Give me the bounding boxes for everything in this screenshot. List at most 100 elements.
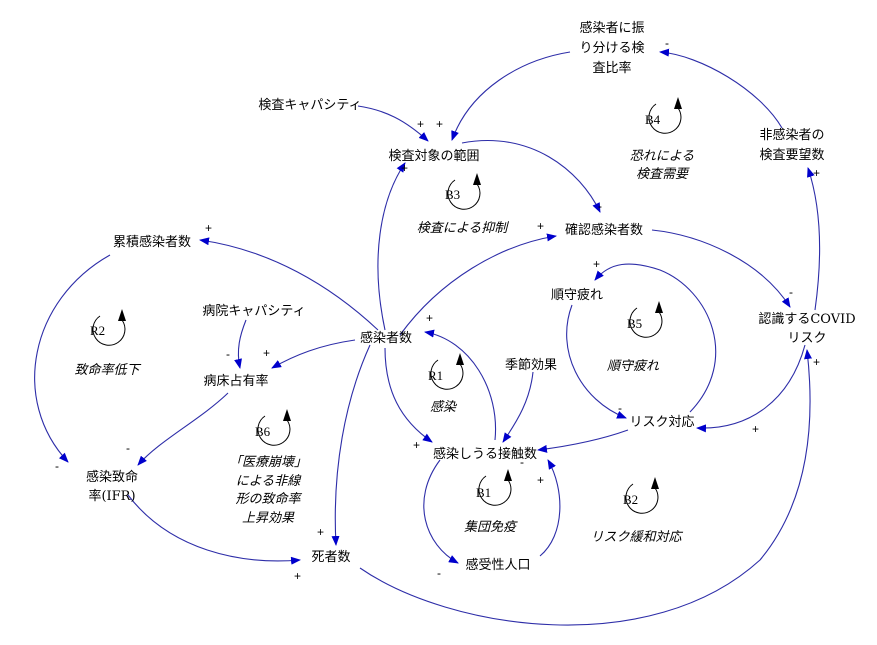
edge-ifr-to-deaths bbox=[127, 494, 301, 565]
edge-cumulative-to-ifr bbox=[34, 254, 111, 463]
node-test-capacity: 検査キャパシティ bbox=[258, 98, 361, 113]
node-hospital-capacity: 病院キャパシティ bbox=[202, 304, 305, 319]
edge-fatigue-to-risk-response bbox=[566, 304, 627, 419]
loop-b1-id: B1 bbox=[476, 485, 491, 500]
edge-infected-to-cumulative bbox=[199, 237, 379, 331]
loop-b6-name-line4: 上昇効果 bbox=[242, 511, 295, 526]
sign-infected-confirmed-plus: + bbox=[537, 219, 544, 233]
sign-fatigue-plus: + bbox=[593, 257, 600, 271]
loop-b6-id: B6 bbox=[255, 424, 271, 439]
node-test-allocation-ratio-line3: 査比率 bbox=[592, 60, 631, 76]
sign-fatigue-response-minus: - bbox=[618, 401, 622, 415]
sign-contacts-infected-plus: + bbox=[426, 311, 433, 325]
edge-seasonal-to-contacts bbox=[502, 371, 534, 443]
node-test-scope: 検査対象の範囲 bbox=[388, 149, 479, 164]
node-ifr-line1: 感染致命 bbox=[86, 469, 138, 485]
sign-infected-bed-plus: + bbox=[263, 346, 270, 360]
edge-confirmed-to-risk bbox=[651, 229, 791, 308]
node-ifr-line2: 率(IFR) bbox=[88, 488, 135, 504]
sign-infected-test-plus: + bbox=[401, 161, 408, 175]
node-confirmed-cases: 確認感染者数 bbox=[565, 222, 643, 238]
node-cumulative-infected: 累積感染者数 bbox=[113, 234, 191, 250]
sign-capacity-plus: + bbox=[417, 117, 424, 131]
loop-b5-name: 順守疲れ bbox=[607, 359, 660, 374]
loop-b4-name-line2: 検査需要 bbox=[636, 167, 690, 182]
sign-demand-plus: + bbox=[813, 166, 820, 180]
sign-cumulative-ifr-minus: - bbox=[55, 459, 59, 473]
loop-b3-name: 検査による抑制 bbox=[417, 221, 510, 236]
loop-names: 恐れによる 検査需要 検査による抑制 致命率低下 順守疲れ 感染 「医療崩壊」 … bbox=[74, 149, 694, 545]
node-seasonal-effect: 季節効果 bbox=[505, 358, 557, 373]
sign-infected-deaths-plus: + bbox=[317, 525, 324, 539]
node-perceived-risk-line1: 認識するCOVID bbox=[758, 311, 855, 327]
sign-confirmed-risk-minus: - bbox=[789, 285, 793, 299]
loop-b4-id: B4 bbox=[645, 112, 661, 127]
edge-infected-to-contacts bbox=[384, 347, 433, 443]
edge-capacity-to-test-scope bbox=[357, 105, 429, 142]
edge-risk-to-uninfected-demand bbox=[807, 167, 821, 311]
nodes: 感染者に振 り分ける検 査比率 検査キャパシティ 検査対象の範囲 確認感染者数 … bbox=[86, 20, 856, 573]
sign-allocation-plus: + bbox=[436, 117, 443, 131]
loop-b4: B4 bbox=[645, 97, 682, 134]
loop-b6-name-line3: 形の致命率 bbox=[235, 491, 302, 507]
node-adherence-fatigue: 順守疲れ bbox=[551, 287, 603, 303]
loop-b6: B6 bbox=[255, 409, 291, 446]
loop-b3-id: B3 bbox=[445, 187, 460, 202]
loop-markers: B4 B3 R2 B5 R1 B6 B1 B2 bbox=[90, 97, 682, 514]
loop-b1-name: 集団免疫 bbox=[464, 520, 518, 535]
sign-hospital-minus: - bbox=[226, 347, 230, 361]
edge-infected-to-test-scope bbox=[377, 162, 406, 331]
loop-r2-id: R2 bbox=[90, 323, 105, 338]
edges bbox=[34, 48, 821, 626]
edge-infected-to-deaths bbox=[331, 344, 371, 546]
node-susceptible: 感受性人口 bbox=[465, 557, 530, 573]
node-uninfected-demand-line2: 検査要望数 bbox=[759, 147, 824, 163]
edge-deaths-to-risk bbox=[359, 349, 812, 626]
loop-r1: R1 bbox=[428, 353, 464, 390]
loop-b4-name-line1: 恐れによる bbox=[630, 149, 695, 164]
edge-risk-to-risk-response bbox=[696, 344, 806, 433]
loop-b5: B5 bbox=[627, 301, 663, 338]
loop-b2-id: B2 bbox=[623, 492, 638, 507]
loop-b1: B1 bbox=[476, 469, 512, 506]
sign-infected-contacts-plus: + bbox=[413, 438, 420, 452]
sign-response-contacts-minus: - bbox=[520, 455, 524, 469]
edge-test-scope-to-confirmed bbox=[461, 139, 601, 213]
node-infectious-contacts: 感染しうる接触数 bbox=[433, 446, 537, 462]
node-bed-occupancy: 病床占有率 bbox=[203, 373, 268, 389]
node-infected: 感染者数 bbox=[360, 330, 412, 346]
edge-susceptible-to-contacts bbox=[539, 459, 561, 557]
sign-bed-ifr-minus: - bbox=[126, 441, 130, 455]
node-uninfected-demand-line1: 非感染者の bbox=[759, 127, 824, 143]
loop-b5-id: B5 bbox=[627, 316, 642, 331]
node-test-allocation-ratio-line1: 感染者に振 bbox=[579, 20, 644, 36]
edge-contacts-to-susceptible bbox=[423, 459, 459, 564]
sign-cumulative-plus: + bbox=[205, 221, 212, 235]
loop-b6-name-line1: 「医療崩壊」 bbox=[229, 455, 307, 470]
sign-deaths-risk-plus: + bbox=[813, 355, 820, 369]
edge-infected-to-confirmed bbox=[399, 233, 557, 336]
loop-r1-id: R1 bbox=[428, 368, 443, 383]
loop-r2-name: 致命率低下 bbox=[74, 362, 141, 378]
edge-allocation-to-test-scope bbox=[451, 51, 571, 141]
loop-b3: B3 bbox=[445, 173, 481, 210]
sign-ifr-deaths-plus: + bbox=[294, 569, 301, 583]
sign-allocation-minus: - bbox=[665, 36, 669, 50]
edge-hospital-capacity-to-bed bbox=[234, 319, 247, 369]
node-deaths: 死者数 bbox=[311, 550, 350, 565]
edge-bed-to-ifr bbox=[137, 392, 229, 466]
sign-susceptible-contacts-plus: + bbox=[537, 473, 544, 487]
loop-b2-name: リスク緩和対応 bbox=[590, 530, 683, 545]
loop-r2: R2 bbox=[90, 309, 126, 346]
polarity-signs: - + + + - + + - + + + - + + - + + - - - … bbox=[55, 36, 820, 583]
node-perceived-risk-line2: リスク bbox=[787, 331, 826, 346]
edge-risk-response-to-contacts bbox=[537, 429, 629, 453]
loop-b2: B2 bbox=[623, 477, 659, 514]
edge-risk-response-to-fatigue bbox=[594, 263, 717, 413]
edge-uninfected-demand-to-allocation bbox=[659, 48, 783, 129]
edge-contacts-to-infected bbox=[424, 329, 497, 441]
node-test-allocation-ratio-line2: り分ける検 bbox=[579, 41, 644, 56]
loop-r1-name: 感染 bbox=[430, 400, 458, 415]
